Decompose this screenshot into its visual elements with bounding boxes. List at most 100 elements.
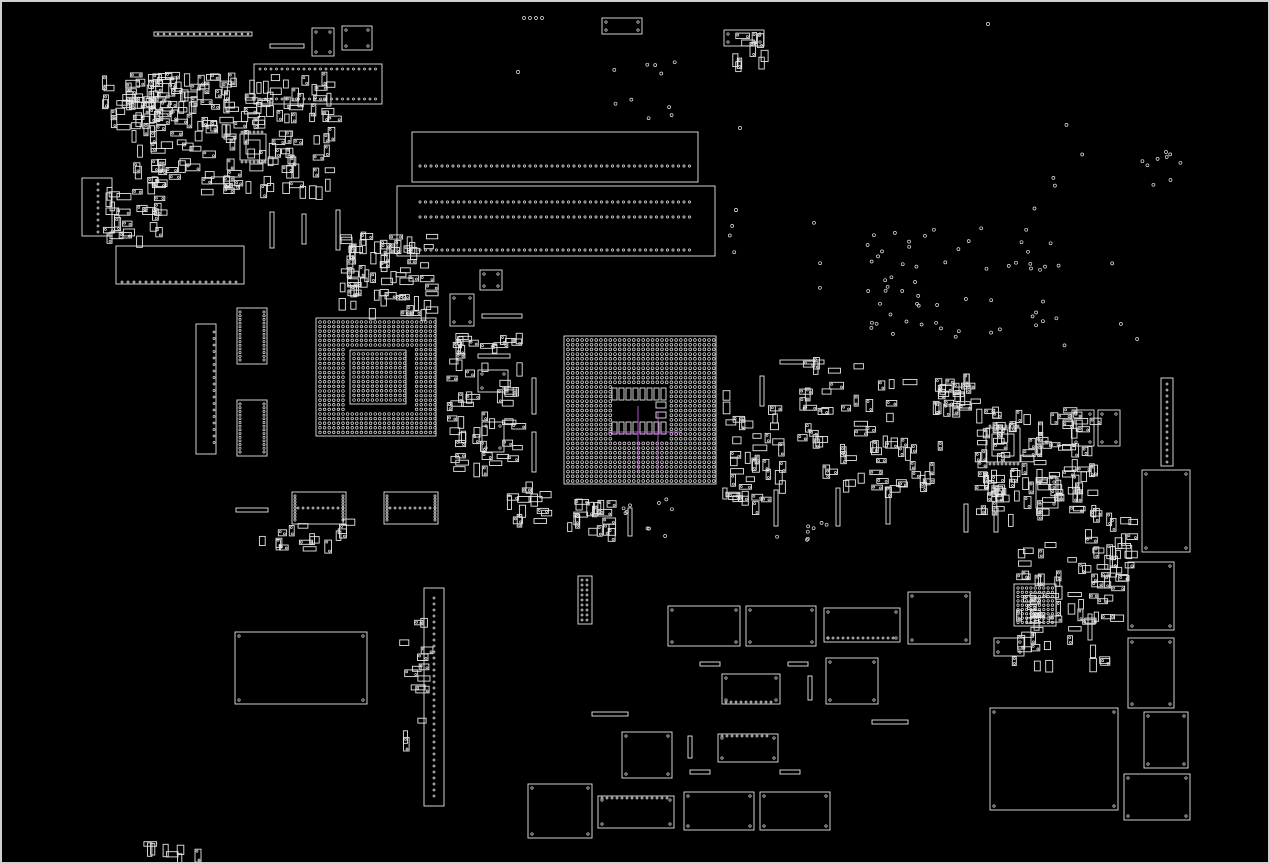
ball <box>566 413 570 417</box>
passive-part <box>1111 555 1118 569</box>
ball <box>702 361 707 366</box>
ball <box>382 426 387 430</box>
ball <box>707 427 711 432</box>
pad <box>381 240 384 244</box>
passive-part <box>738 484 752 490</box>
passive-part <box>911 471 921 479</box>
mount-pad <box>482 284 486 288</box>
ball <box>702 375 707 380</box>
ball <box>428 403 433 407</box>
ball <box>693 479 697 483</box>
pad <box>997 414 1001 418</box>
cap-array <box>611 387 618 401</box>
passive-part <box>156 209 168 216</box>
passive-part <box>1042 497 1056 503</box>
ball <box>382 324 387 329</box>
pad <box>208 101 212 104</box>
pad <box>306 506 310 510</box>
ball <box>322 357 327 361</box>
passive-part <box>321 107 335 115</box>
pad <box>432 770 436 774</box>
ball <box>589 375 594 380</box>
ball <box>646 446 650 450</box>
passive-part <box>1078 562 1086 575</box>
pad <box>644 200 647 204</box>
ball <box>1020 586 1024 590</box>
passive-part <box>853 394 859 407</box>
ball <box>688 465 692 469</box>
ball <box>589 338 594 342</box>
passive-part <box>528 495 543 503</box>
component-body <box>759 791 831 831</box>
ball <box>1042 595 1046 599</box>
mount-pad <box>992 710 996 714</box>
passive-part <box>1125 544 1133 560</box>
pad <box>1024 497 1028 500</box>
component-body <box>527 783 593 839</box>
pad <box>856 636 860 640</box>
ball <box>373 338 377 343</box>
pad <box>166 168 170 171</box>
pad <box>432 794 436 798</box>
ball <box>641 441 645 446</box>
via <box>900 262 905 267</box>
pad <box>336 506 340 510</box>
ball <box>355 334 359 338</box>
ball <box>632 375 636 380</box>
pad <box>1029 482 1033 486</box>
ball <box>636 380 641 385</box>
ball <box>580 618 584 622</box>
passive-part <box>234 180 244 187</box>
passive-part <box>902 378 918 386</box>
ball <box>622 338 627 342</box>
pad <box>462 164 466 168</box>
ball <box>613 342 617 347</box>
ball <box>378 426 382 430</box>
passive-part <box>503 387 518 395</box>
ball <box>627 446 631 450</box>
pad <box>1165 394 1169 398</box>
ball <box>697 413 702 417</box>
pad <box>767 476 770 479</box>
pad <box>866 636 870 640</box>
pad <box>627 164 631 168</box>
pad <box>403 506 407 510</box>
ball <box>433 416 437 421</box>
ball <box>368 334 373 338</box>
pad <box>638 200 642 204</box>
pad <box>423 506 427 510</box>
pad <box>537 509 541 512</box>
pad <box>398 506 402 510</box>
ball <box>617 380 622 385</box>
pad <box>627 200 631 204</box>
mount-pad <box>452 320 456 324</box>
pad <box>655 164 658 168</box>
ball <box>711 422 716 427</box>
ball <box>674 436 678 441</box>
ball <box>419 329 423 333</box>
ball <box>693 371 697 375</box>
ball <box>410 416 414 421</box>
passive-part <box>450 455 460 464</box>
ball <box>370 379 375 384</box>
ball <box>679 455 683 460</box>
mount-pad <box>964 594 968 598</box>
ball <box>711 474 716 479</box>
passive-part <box>126 96 140 102</box>
ball <box>566 380 570 385</box>
pad <box>229 184 232 187</box>
ball <box>617 465 622 469</box>
ball <box>424 357 428 361</box>
ball <box>433 338 437 343</box>
ball <box>599 347 603 352</box>
ball <box>1016 590 1020 594</box>
ball <box>341 343 345 347</box>
pad <box>294 139 298 143</box>
ball <box>1020 590 1024 594</box>
ball <box>669 455 674 460</box>
passive-part <box>575 498 583 511</box>
passive-part <box>1087 446 1093 457</box>
ball <box>688 455 692 460</box>
ball <box>361 398 365 402</box>
